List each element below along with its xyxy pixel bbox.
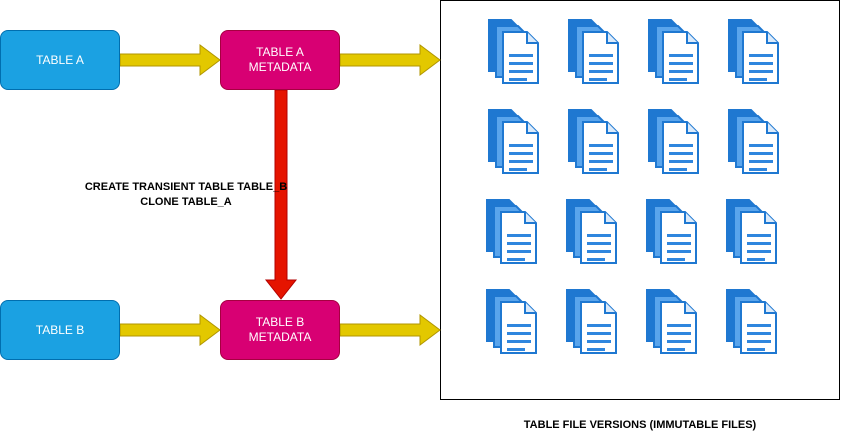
document-stack-icon [728, 19, 779, 84]
document-stack-icon [566, 289, 617, 354]
document-stack-icon [568, 109, 619, 174]
table-b-node[interactable]: TABLE B [0, 300, 120, 360]
document-stack-icon [646, 289, 697, 354]
arrow-table-a-to-metadata [119, 44, 221, 76]
table-b-metadata-node[interactable]: TABLE B METADATA [220, 300, 340, 360]
table-a-metadata-node[interactable]: TABLE A METADATA [220, 30, 340, 90]
document-stack-icon [486, 199, 537, 264]
document-stack-icon [648, 109, 699, 174]
document-stack-icon [726, 289, 777, 354]
document-stack-icon [568, 19, 619, 84]
clone-command-label: CREATE TRANSIENT TABLE TABLE_B CLONE TAB… [84, 181, 288, 208]
document-stack-icon [488, 19, 539, 84]
document-stack-icon [726, 199, 777, 264]
document-stack-icon [728, 109, 779, 174]
document-stack-icon [566, 199, 617, 264]
arrow-table-b-to-metadata [119, 314, 221, 346]
arrow-metadata-b-to-files [339, 314, 441, 346]
document-stack-icon [648, 19, 699, 84]
document-stack-icon [488, 109, 539, 174]
files-caption: TABLE FILE VERSIONS (IMMUTABLE FILES) [523, 419, 757, 431]
clone-arrow [264, 89, 298, 300]
document-stack-icon [486, 289, 537, 354]
table-a-node[interactable]: TABLE A [0, 30, 120, 90]
document-stack-icon [646, 199, 697, 264]
arrow-metadata-a-to-files [339, 44, 441, 76]
